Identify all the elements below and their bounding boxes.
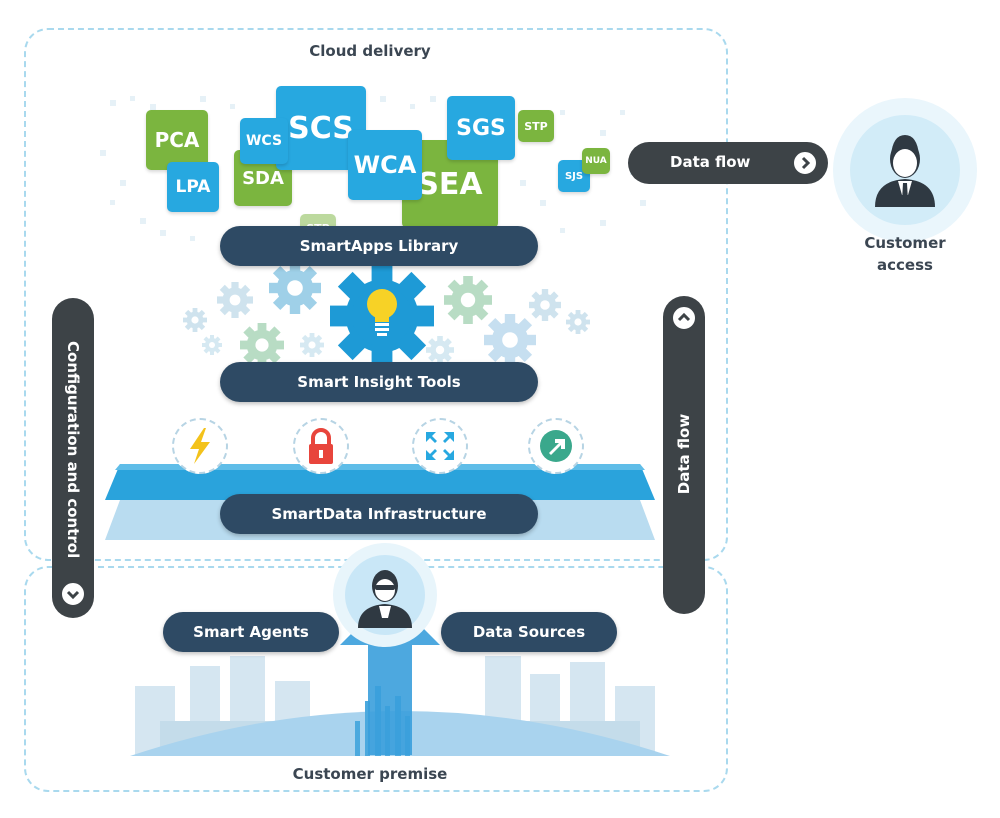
- chevron-right-button[interactable]: [791, 149, 819, 177]
- lightbulb-icon: [367, 289, 397, 336]
- feature-lock: [293, 418, 349, 474]
- chevron-right-icon: [801, 156, 811, 170]
- tile-stp: STP: [518, 110, 554, 142]
- data-flow-vertical-bar: [663, 296, 705, 614]
- agent-avatar: [333, 543, 437, 647]
- tile-sgs: SGS: [447, 96, 515, 160]
- lightning-bolt-icon: [190, 428, 210, 464]
- configuration-control-bar: [52, 298, 94, 618]
- smartdata-infrastructure-bar: SmartData Infrastructure: [220, 494, 538, 534]
- tile-wcs: WCS: [240, 118, 288, 164]
- padlock-icon: [309, 428, 333, 464]
- feature-arrow: [528, 418, 584, 474]
- smart-insight-tools-bar: Smart Insight Tools: [220, 362, 538, 402]
- customer-premise-label: Customer premise: [292, 765, 448, 783]
- expand-arrows-icon: [426, 432, 454, 460]
- configuration-control-label: Configuration and control: [64, 341, 82, 559]
- data-flow-horizontal-label: Data flow: [670, 153, 751, 171]
- customer-avatar: [833, 98, 977, 242]
- cloud-delivery-label: Cloud delivery: [309, 42, 431, 60]
- tile-nua: NUA: [582, 148, 610, 174]
- agent-icon: [358, 570, 412, 628]
- tile-wca: WCA: [348, 130, 422, 200]
- smartapps-library-bar: SmartApps Library: [220, 226, 538, 266]
- smart-agents-pill: Smart Agents: [163, 612, 339, 652]
- diagonal-arrow-icon: [540, 430, 572, 462]
- chevron-down-button[interactable]: [59, 580, 87, 608]
- tile-lpa: LPA: [167, 162, 219, 212]
- businessman-icon: [875, 135, 935, 207]
- chevron-up-icon: [677, 312, 691, 322]
- data-sources-pill: Data Sources: [441, 612, 617, 652]
- feature-expand: [412, 418, 468, 474]
- customer-access-label: Customer access: [864, 234, 946, 274]
- chevron-up-button[interactable]: [670, 304, 698, 332]
- tile-pca: PCA: [146, 110, 208, 170]
- chevron-down-icon: [66, 590, 80, 600]
- feature-bolt: [172, 418, 228, 474]
- data-flow-vertical-label: Data flow: [675, 413, 693, 495]
